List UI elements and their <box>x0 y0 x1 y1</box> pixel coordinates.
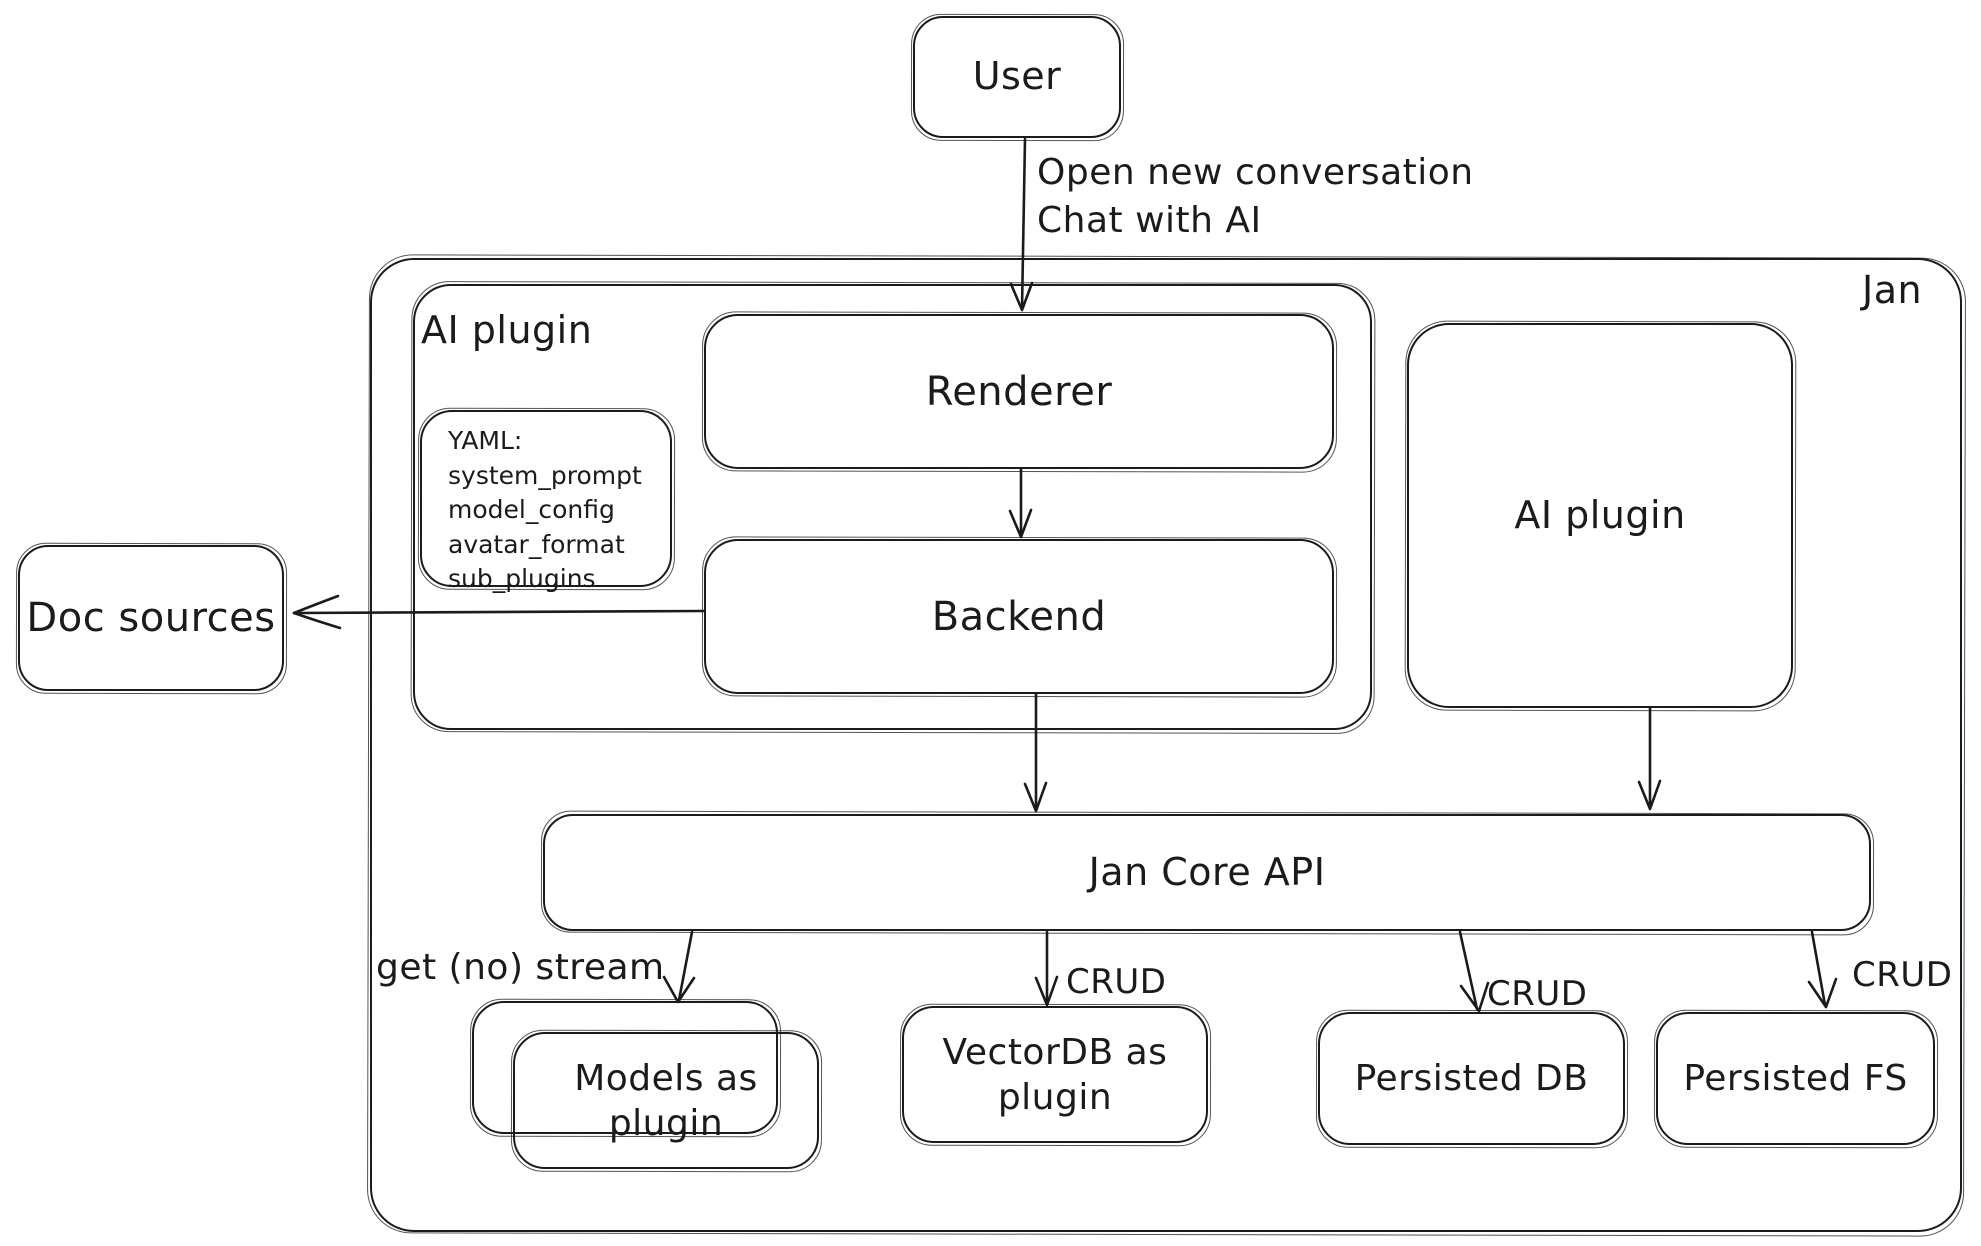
node-vectordb-plugin: VectorDB as plugin <box>902 1006 1208 1143</box>
node-renderer-label: Renderer <box>925 368 1113 415</box>
node-persisted-fs-label: Persisted FS <box>1683 1058 1908 1099</box>
node-jan-core-api: Jan Core API <box>543 814 1871 931</box>
node-user-label: User <box>972 54 1062 99</box>
node-persisted-db-label: Persisted DB <box>1354 1058 1589 1099</box>
ai-plugin-left-label: AI plugin <box>421 308 593 352</box>
edge-label-crud-vectordb: CRUD <box>1066 962 1167 1002</box>
node-vectordb-plugin-label: VectorDB as plugin <box>942 1031 1168 1118</box>
node-doc-sources: Doc sources <box>18 545 284 691</box>
node-renderer: Renderer <box>704 314 1334 469</box>
node-ai-plugin-right: AI plugin <box>1407 323 1793 708</box>
node-models-plugin: Models as plugin <box>513 1032 819 1169</box>
jan-container-label: Jan <box>1862 268 1923 312</box>
node-ai-plugin-right-label: AI plugin <box>1514 492 1686 537</box>
node-user: User <box>913 16 1121 138</box>
node-persisted-db: Persisted DB <box>1318 1012 1625 1145</box>
yaml-note-body: YAML: system_prompt model_config avatar_… <box>448 424 662 597</box>
edge-label-chat-with-ai: Chat with AI <box>1037 200 1262 241</box>
yaml-note-line: sub_plugins <box>448 564 596 593</box>
node-models-plugin-label: Models as plugin <box>574 1057 758 1144</box>
jan-container <box>370 258 1962 1232</box>
edge-label-crud-db: CRUD <box>1487 974 1588 1014</box>
edge-label-get-no-stream: get (no) stream <box>376 947 665 988</box>
edge-label-open-new-conversation: Open new conversation <box>1037 152 1474 193</box>
yaml-note-line: model_config <box>448 495 615 524</box>
node-backend-label: Backend <box>931 593 1107 640</box>
yaml-note-title: YAML: <box>448 426 523 455</box>
node-persisted-fs: Persisted FS <box>1656 1012 1935 1145</box>
node-backend: Backend <box>704 539 1334 694</box>
edge-label-crud-fs: CRUD <box>1852 955 1953 995</box>
node-jan-core-api-label: Jan Core API <box>1088 849 1326 894</box>
node-yaml-note: YAML: system_prompt model_config avatar_… <box>420 410 672 593</box>
node-doc-sources-label: Doc sources <box>26 595 276 641</box>
ai-plugin-left-container <box>413 284 1372 730</box>
yaml-note-line: system_prompt <box>448 460 642 490</box>
yaml-note-line: avatar_format <box>448 529 625 559</box>
